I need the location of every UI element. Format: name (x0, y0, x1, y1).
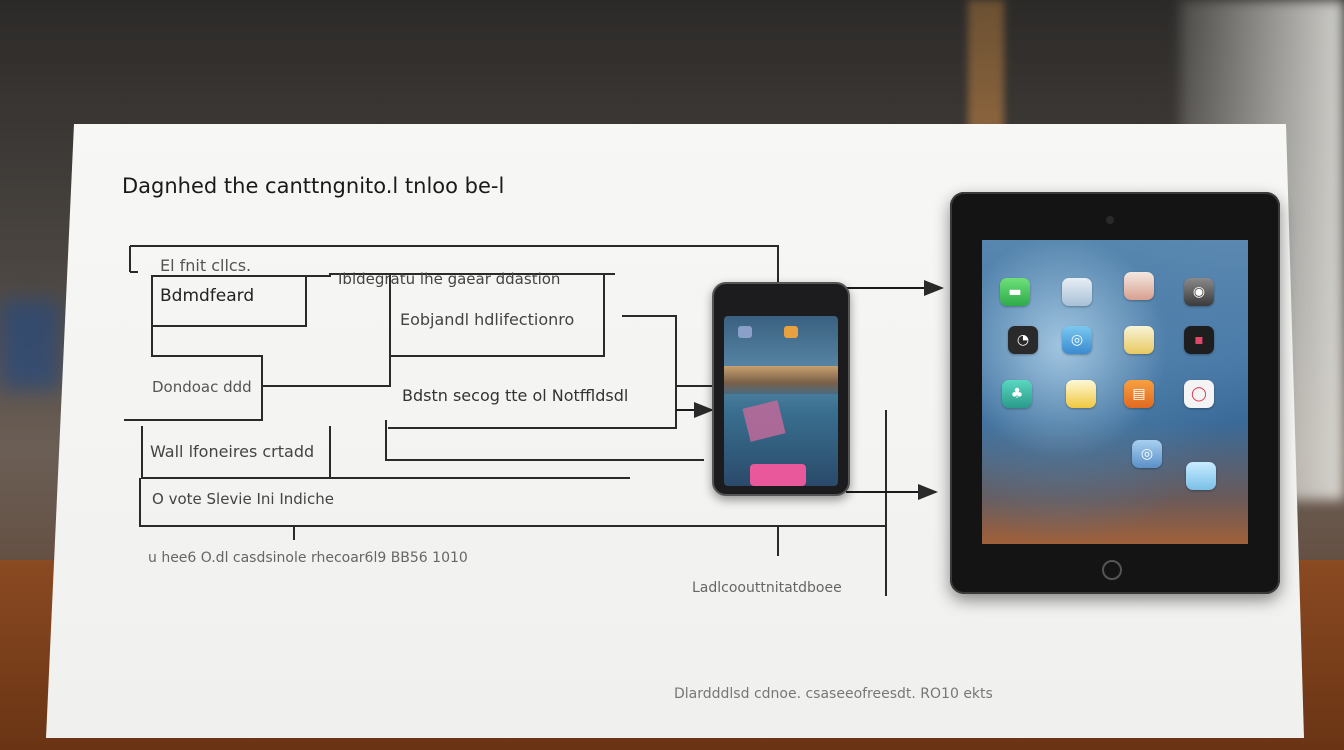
diagram-footnote: u hee6 O.dl casdsinole rhecoar6l9 BB56 1… (148, 550, 468, 566)
smartphone (712, 282, 850, 496)
wallpaper-landscape (724, 366, 838, 394)
messages2-icon[interactable] (1186, 462, 1216, 490)
home-button[interactable] (1102, 560, 1122, 580)
connector-line (124, 326, 263, 421)
diagram-label: Dondoac ddd (152, 378, 252, 396)
camera-app-icon[interactable]: ◉ (1184, 278, 1214, 306)
diagram-label: Bdmdfeard (160, 286, 255, 306)
background-lamp (968, 0, 1004, 130)
notes-icon[interactable] (1124, 326, 1154, 354)
wallpaper-shape (742, 400, 786, 442)
connector-line (622, 315, 712, 387)
safari2-icon[interactable]: ◎ (1132, 440, 1162, 468)
video-icon[interactable]: ▪ (1184, 326, 1214, 354)
camera-icon (1106, 216, 1114, 224)
connector-line (151, 275, 307, 327)
diagram-label: Bdstn secog tte ol Notffldsdl (402, 386, 629, 405)
game-center-icon[interactable]: ♣ (1002, 380, 1032, 408)
card-title: Dagnhed the canttngnito.l tnloo be-l (122, 174, 505, 198)
diagram-label: Wall lfoneires crtadd (150, 442, 315, 461)
diagram-label: O vote Slevie Ini Indiche (152, 490, 334, 508)
music-icon[interactable]: ◯ (1184, 380, 1214, 408)
diagram-label: El fnit cllcs. (160, 256, 252, 275)
photo-icon (784, 326, 798, 338)
folder-icon (738, 326, 752, 338)
connector-line (262, 356, 391, 387)
connector-line (389, 274, 605, 357)
messages-icon[interactable]: ▬ (1000, 278, 1030, 306)
ibooks-icon[interactable]: ▤ (1124, 380, 1154, 408)
background-object (0, 300, 60, 390)
connector-line (388, 386, 677, 429)
maps-icon[interactable] (1062, 278, 1092, 306)
connector-line (306, 273, 615, 277)
diagram-caption: Ladlcoouttnitatdboee (692, 580, 842, 596)
photos-icon[interactable] (1124, 272, 1154, 300)
connector-line (141, 426, 331, 479)
connector-line (129, 246, 138, 273)
phone-dock (750, 464, 806, 486)
tablet-device: ▬ ◉ ◔ ◎ ▪ ♣ ▤ ◯ ◎ (950, 192, 1280, 594)
connector-line (130, 245, 779, 282)
clock-icon[interactable]: ◔ (1008, 326, 1038, 354)
safari-icon[interactable]: ◎ (1062, 326, 1092, 354)
tablet-screen: ▬ ◉ ◔ ◎ ▪ ♣ ▤ ◯ ◎ (982, 240, 1248, 544)
status-bar (982, 240, 1248, 250)
card-footer-text: Dlardddlsd cdnoe. csaseeofreesdt. RO10 e… (674, 686, 993, 702)
connector-line (139, 410, 887, 527)
connector-line (385, 420, 704, 461)
diagram-label: Eobjandl hdlifectionro (400, 310, 575, 329)
diagram-label: Ibldegratu lhe gaear ddastion (338, 270, 561, 288)
notes2-icon[interactable] (1066, 380, 1096, 408)
phone-screen (724, 316, 838, 486)
